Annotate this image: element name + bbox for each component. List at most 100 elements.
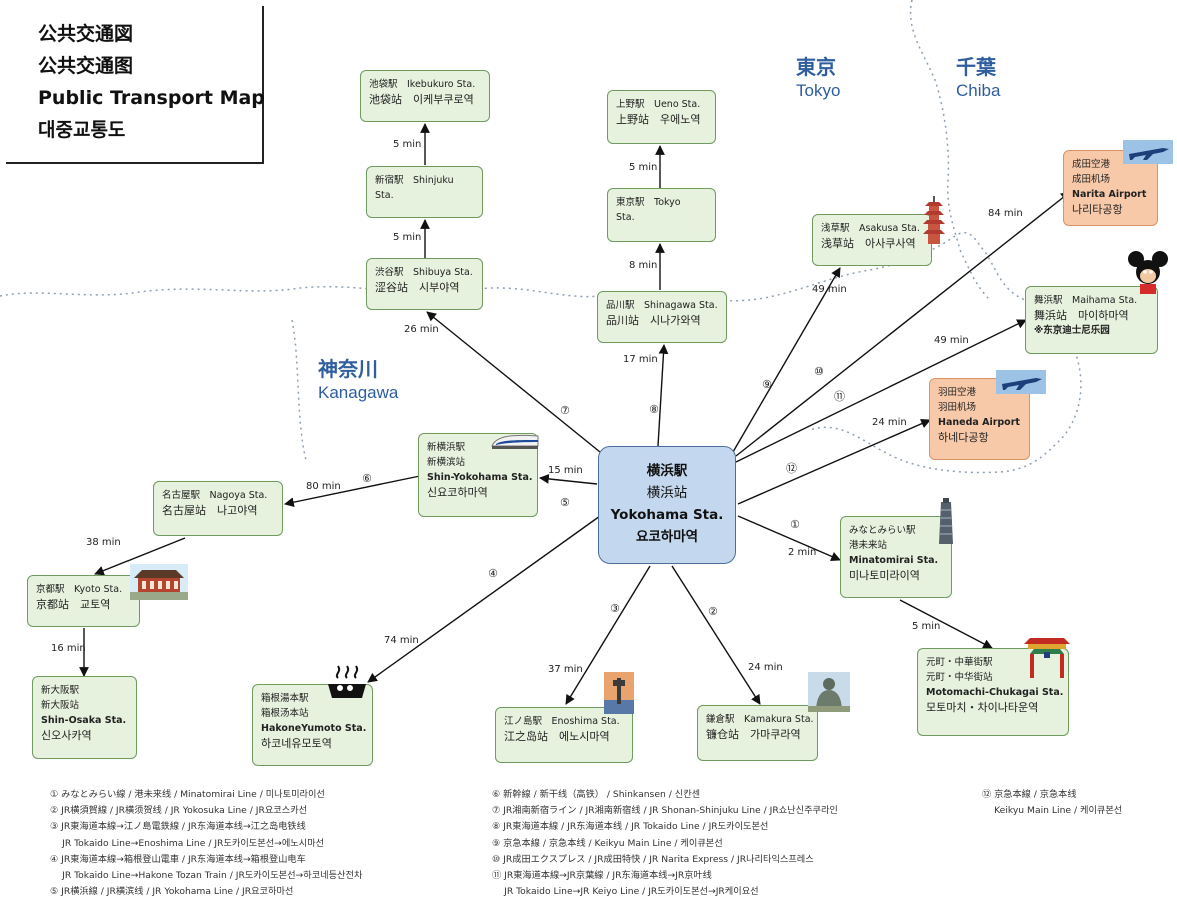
station-ikebukuro[interactable]: 池袋駅 Ikebukuro Sta. 池袋站 이케부쿠로역 bbox=[360, 70, 490, 122]
region-tokyo: 東京 Tokyo bbox=[796, 56, 840, 102]
station-label: 新横浜駅 bbox=[427, 442, 466, 453]
station-shinjuku[interactable]: 新宿駅 Shinjuku Sta. bbox=[366, 166, 483, 218]
station-label: 箱根湯本駅 bbox=[261, 693, 309, 704]
station-narita-airport[interactable]: 成田空港 成田机场 Narita Airport 나리타공항 bbox=[1063, 150, 1158, 226]
station-label: Shin-Osaka Sta. bbox=[41, 715, 127, 726]
station-label: 池袋站 이케부쿠로역 bbox=[369, 93, 474, 106]
time-nagoya: 80 min bbox=[306, 481, 341, 492]
station-label: 羽田空港 bbox=[938, 387, 977, 398]
station-label: 浅草站 아사쿠사역 bbox=[821, 237, 916, 250]
station-label: Motomachi-Chukagai Sta. bbox=[926, 687, 1064, 698]
link-hub-asakusa bbox=[732, 267, 841, 453]
legend-item: ⑧ JR東海道本線 / JR东海道本线 / JR Tokaido Line / … bbox=[492, 821, 769, 833]
station-label: 羽田机场 bbox=[938, 402, 977, 413]
station-kyoto[interactable]: 京都駅 Kyoto Sta. 京都站 교토역 bbox=[27, 575, 140, 627]
hot-spring-icon bbox=[326, 664, 368, 704]
link-hub-minatomirai bbox=[737, 515, 841, 562]
time-minatomirai: 2 min bbox=[788, 547, 816, 558]
region-kanagawa-jp: 神奈川 bbox=[318, 359, 378, 381]
link-hub-hakone bbox=[367, 515, 601, 683]
border-kanagawa-west bbox=[291, 319, 307, 461]
route-marker-1: ① bbox=[790, 518, 800, 531]
route-marker-4: ④ bbox=[488, 567, 498, 580]
link-hub-shinagawa bbox=[657, 344, 669, 447]
station-shinagawa[interactable]: 品川駅 Shinagawa Sta. 品川站 시나가와역 bbox=[597, 291, 727, 343]
time-hakone: 74 min bbox=[384, 635, 419, 646]
station-label: 成田空港 bbox=[1072, 159, 1111, 170]
time-tokyo-shinagawa: 8 min bbox=[629, 260, 657, 271]
link-hub-shibuya bbox=[426, 311, 601, 453]
enoshima-tower-icon bbox=[604, 672, 634, 718]
route-marker-2: ② bbox=[708, 605, 718, 618]
route-marker-6: ⑥ bbox=[362, 472, 372, 485]
station-label: 浅草駅 Asakusa Sta. bbox=[821, 223, 920, 234]
station-label: 新大阪駅 bbox=[41, 685, 80, 696]
route-marker-12: ⑫ bbox=[786, 462, 797, 475]
station-label: みなとみらい駅 bbox=[849, 525, 916, 536]
station-kamakura[interactable]: 鎌倉駅 Kamakura Sta. 镰仓站 가마쿠라역 bbox=[697, 705, 818, 761]
station-label: Sta. bbox=[375, 190, 394, 201]
legend-item: ② JR横須賀線 / JR横须贺线 / JR Yokosuka Line / J… bbox=[50, 805, 308, 817]
time-ikebukuro-shinjuku: 5 min bbox=[393, 139, 421, 150]
station-asakusa[interactable]: 浅草駅 Asakusa Sta. 浅草站 아사쿠사역 bbox=[812, 214, 932, 266]
legend-line-12: ⑫ 京急本線 / 京急本线 Keikyu Main Line / 케이큐본선 bbox=[982, 787, 1122, 819]
link-hub-narita bbox=[735, 191, 1071, 457]
station-shibuya[interactable]: 渋谷駅 Shibuya Sta. 涩谷站 시부야역 bbox=[366, 258, 483, 310]
station-label: Sta. bbox=[616, 212, 635, 223]
station-label: 新宿駅 Shinjuku bbox=[375, 175, 454, 186]
legend-item: ⑦ JR湘南新宿ライン / JR湘南新宿线 / JR Shonan-Shinju… bbox=[492, 805, 838, 817]
station-label: 上野駅 Ueno Sta. bbox=[616, 99, 701, 110]
link-hub-haneda bbox=[737, 419, 931, 505]
station-label: Minatomirai Sta. bbox=[849, 555, 939, 566]
time-shinagawa-hub: 17 min bbox=[623, 354, 658, 365]
legend-item: ⑤ JR横浜線 / JR横滨线 / JR Yokohama Line / JR요… bbox=[50, 886, 294, 898]
station-ueno[interactable]: 上野駅 Ueno Sta. 上野站 우에노역 bbox=[607, 90, 716, 144]
station-label: 新大阪站 bbox=[41, 700, 80, 711]
legend-item: ① みなとみらい線 / 港未来线 / Minatomirai Line / 미나… bbox=[50, 789, 325, 800]
region-kanagawa-en: Kanagawa bbox=[318, 383, 399, 402]
station-label: 신오사카역 bbox=[41, 729, 92, 742]
time-kyoto: 38 min bbox=[86, 537, 121, 548]
station-label: Narita Airport bbox=[1072, 189, 1147, 200]
title-english: Public Transport Map bbox=[38, 87, 265, 109]
station-label: 名古屋站 나고야역 bbox=[162, 504, 258, 517]
time-narita: 84 min bbox=[988, 208, 1023, 219]
landmark-tower-icon bbox=[937, 498, 955, 548]
kyoto-temple-icon bbox=[130, 564, 188, 604]
station-label: 舞浜駅 Maihama Sta. bbox=[1034, 295, 1138, 306]
station-shin-osaka[interactable]: 新大阪駅 新大阪站 Shin-Osaka Sta. 신오사카역 bbox=[32, 676, 137, 759]
station-label: 나리타공항 bbox=[1072, 203, 1123, 216]
station-maihama[interactable]: 舞浜駅 Maihama Sta. 舞浜站 마이하마역 ※东京迪士尼乐园 bbox=[1025, 286, 1158, 354]
station-label: 미나토미라이역 bbox=[849, 569, 920, 582]
legend-item: ⑫ 京急本線 / 京急本线 bbox=[982, 789, 1077, 800]
time-asakusa: 49 min bbox=[812, 284, 847, 295]
link-hub-kamakura bbox=[671, 565, 761, 705]
route-marker-3: ③ bbox=[610, 602, 620, 615]
route-marker-10: ⑩ bbox=[814, 365, 824, 378]
mouse-mascot-icon bbox=[1128, 250, 1168, 298]
station-label: 名古屋駅 Nagoya Sta. bbox=[162, 490, 268, 501]
station-label: 成田机场 bbox=[1072, 174, 1111, 185]
station-label: 모토마치・차이나타운역 bbox=[926, 701, 1039, 714]
airplane-icon bbox=[996, 370, 1046, 398]
station-label: 하코네유모토역 bbox=[261, 737, 332, 750]
station-enoshima[interactable]: 江ノ島駅 Enoshima Sta. 江之岛站 에노시마역 bbox=[495, 707, 633, 763]
station-yokohama-hub[interactable]: 横浜駅 横浜站 Yokohama Sta. 요코하마역 bbox=[598, 446, 736, 564]
station-label: 하네다공항 bbox=[938, 431, 989, 444]
legend-item: ⑨ 京急本線 / 京急本线 / Keikyu Main Line / 케이큐본선 bbox=[492, 837, 723, 849]
station-tokyo[interactable]: 東京駅 Tokyo Sta. bbox=[607, 188, 716, 242]
link-minatomirai-motomachi bbox=[899, 599, 993, 649]
legend-item: ④ JR東海道本線→箱根登山電車 / JR东海道本线→箱根登山电车 bbox=[50, 853, 306, 865]
station-motomachi-chukagai[interactable]: 元町・中華街駅 元町・中华街站 Motomachi-Chukagai Sta. … bbox=[917, 648, 1069, 736]
title-korean: 대중교통도 bbox=[38, 119, 126, 141]
region-kanagawa: 神奈川 Kanagawa bbox=[318, 358, 398, 404]
legend-item: JR Tokaido Line→JR Keiyo Line / JR도카이도본선… bbox=[492, 886, 759, 898]
station-nagoya[interactable]: 名古屋駅 Nagoya Sta. 名古屋站 나고야역 bbox=[153, 481, 283, 536]
link-hub-enoshima bbox=[565, 565, 651, 705]
station-minatomirai[interactable]: みなとみらい駅 港未来站 Minatomirai Sta. 미나토미라이역 bbox=[840, 516, 952, 598]
legend-item: ③ JR東海道本線→江ノ島電鉄線 / JR东海道本线→江之岛电铁线 bbox=[50, 821, 306, 833]
time-shinosaka: 16 min bbox=[51, 643, 86, 654]
station-label: 箱根汤本站 bbox=[261, 708, 309, 719]
